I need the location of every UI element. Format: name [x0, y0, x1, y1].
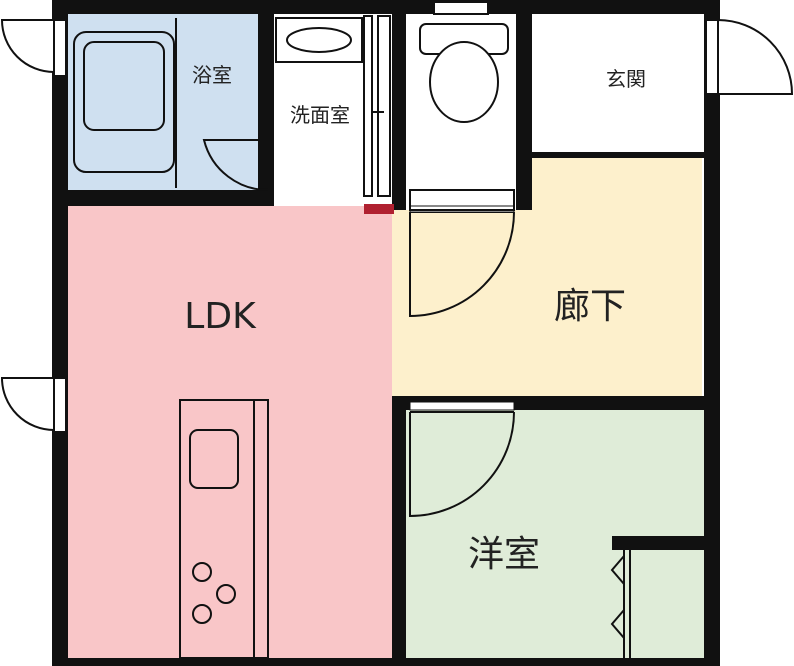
toilet — [409, 23, 515, 211]
washbasin — [275, 17, 363, 63]
bathroom-area — [68, 14, 270, 190]
exterior-doors — [0, 18, 794, 432]
outer-walls — [52, 0, 720, 666]
entrance-label: 玄関 — [606, 67, 646, 91]
threshold-mark — [364, 204, 394, 214]
bathroom-label: 浴室 — [192, 63, 232, 87]
ldk-label: LDK — [184, 296, 257, 337]
western-room-label: 洋室 — [468, 534, 540, 575]
hallway-label: 廊下 — [554, 286, 626, 327]
entrance-area — [532, 14, 704, 154]
ldk-area — [68, 206, 392, 658]
western-door-frame — [409, 401, 515, 411]
closet-doors — [610, 550, 631, 658]
western-room-area — [406, 410, 704, 658]
washroom-label: 洗面室 — [290, 103, 350, 127]
window-openings — [53, 1, 719, 433]
washroom-door-rail — [363, 15, 391, 197]
kitchen-counter — [179, 399, 269, 659]
bathtub — [73, 18, 177, 188]
inner-walls — [52, 0, 720, 666]
